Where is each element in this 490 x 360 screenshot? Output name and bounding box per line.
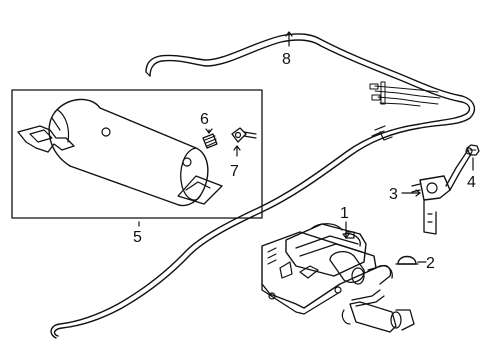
- nut-part-4: [466, 144, 480, 156]
- callout-6: 6: [200, 111, 209, 128]
- compressor-assembly-part-1: [261, 223, 415, 333]
- callout-7: 7: [230, 163, 239, 180]
- callout-8: 8: [282, 51, 291, 68]
- cap-part-2: [395, 255, 419, 265]
- height-sensor-part-3: [411, 147, 473, 235]
- air-line-part-8: [50, 33, 476, 339]
- callout-4: 4: [467, 174, 476, 191]
- leader-lines: [138, 31, 474, 263]
- callout-labels: 8 6 7 5 1 2 3 4: [133, 51, 476, 272]
- inset-frame: [11, 89, 263, 219]
- connector-part-7: [231, 127, 257, 157]
- callout-2: 2: [426, 255, 435, 272]
- callout-5: 5: [133, 229, 142, 246]
- fitting-part-6: [202, 128, 218, 149]
- canister-group-part-5: [11, 89, 263, 219]
- callout-3: 3: [389, 186, 398, 203]
- callout-1: 1: [340, 205, 349, 222]
